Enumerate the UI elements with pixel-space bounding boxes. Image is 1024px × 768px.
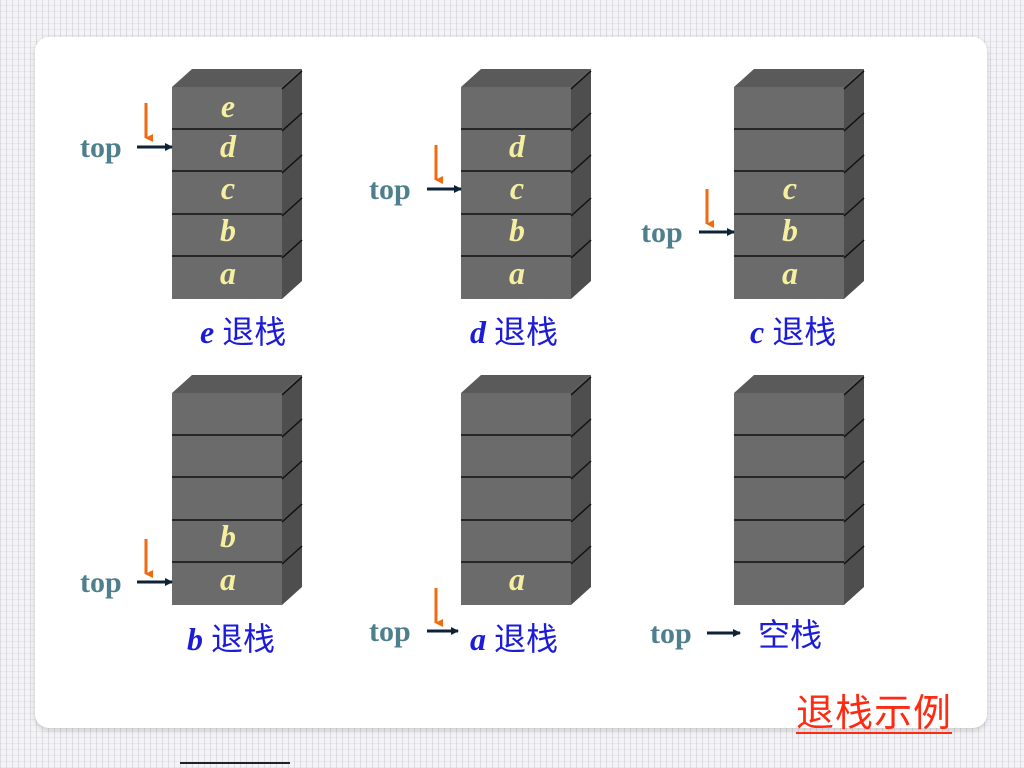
stack-item-a: a bbox=[220, 255, 236, 291]
cell-divider-side bbox=[570, 70, 592, 90]
stack-item-b: b bbox=[220, 518, 236, 554]
cell-divider-side bbox=[570, 503, 592, 523]
top-pointer-label: top bbox=[80, 131, 122, 164]
stack-side-face bbox=[282, 69, 302, 299]
stack-item-a: a bbox=[782, 255, 798, 291]
top-pointer-label: top bbox=[650, 617, 692, 650]
caption-text: 退栈 bbox=[211, 620, 275, 658]
caption-letter: c bbox=[750, 314, 764, 350]
caption-letter: e bbox=[200, 314, 214, 350]
top-pointer-label: top bbox=[369, 615, 411, 648]
stack-front-face bbox=[734, 87, 844, 299]
stack-front-face bbox=[461, 393, 571, 605]
stack-side-face bbox=[844, 375, 864, 605]
stack-front-face bbox=[734, 393, 844, 605]
stack-item-d: d bbox=[220, 128, 237, 164]
top-pointer-label: top bbox=[641, 216, 683, 249]
cell-divider-side bbox=[281, 376, 303, 396]
stack-item-b: b bbox=[220, 212, 236, 248]
cell-divider-side bbox=[843, 376, 865, 396]
cell-divider-side bbox=[281, 239, 303, 259]
cell-divider-side bbox=[570, 239, 592, 259]
cell-divider-side bbox=[843, 503, 865, 523]
cell-divider-side bbox=[570, 197, 592, 217]
stack-front-face bbox=[461, 87, 571, 299]
stack-top-face bbox=[734, 69, 864, 87]
stack-item-d: d bbox=[509, 128, 526, 164]
stack-item-c: c bbox=[221, 170, 235, 206]
cell-divider-side bbox=[843, 418, 865, 438]
footer-rule bbox=[180, 762, 290, 764]
caption-text: 退栈 bbox=[494, 620, 558, 658]
cell-divider-side bbox=[281, 197, 303, 217]
stack-top-face bbox=[172, 375, 302, 393]
stack-item-a: a bbox=[509, 255, 525, 291]
stack-side-face bbox=[571, 375, 591, 605]
top-pointer-label: top bbox=[80, 566, 122, 599]
caption-text: 退栈 bbox=[494, 313, 558, 351]
cell-divider-side bbox=[843, 460, 865, 480]
stack-item-a: a bbox=[509, 561, 525, 597]
stack-top-face bbox=[461, 375, 591, 393]
stack-front-face bbox=[172, 87, 282, 299]
cell-divider-side bbox=[570, 112, 592, 132]
slide-title: 退栈示例 bbox=[796, 691, 953, 735]
stack-item-c: c bbox=[510, 170, 524, 206]
cell-divider-side bbox=[570, 154, 592, 174]
cell-divider-side bbox=[843, 545, 865, 565]
stack-item-a: a bbox=[220, 561, 236, 597]
stack-top-face bbox=[734, 375, 864, 393]
cell-divider-side bbox=[570, 545, 592, 565]
stack-top-face bbox=[461, 69, 591, 87]
cell-divider-side bbox=[281, 460, 303, 480]
top-pointer-label: top bbox=[369, 173, 411, 206]
caption-letter: b bbox=[187, 621, 203, 657]
cell-divider-side bbox=[843, 112, 865, 132]
cell-divider-side bbox=[281, 418, 303, 438]
panel-caption: 空栈 bbox=[758, 616, 822, 654]
caption-text: 空栈 bbox=[758, 616, 822, 654]
cell-divider-side bbox=[281, 70, 303, 90]
caption-text: 退栈 bbox=[772, 313, 836, 351]
cell-divider-side bbox=[843, 239, 865, 259]
stack-top-face bbox=[172, 69, 302, 87]
caption-letter: a bbox=[470, 621, 486, 657]
caption-text: 退栈 bbox=[222, 313, 286, 351]
cell-divider-side bbox=[843, 154, 865, 174]
stack-item-b: b bbox=[509, 212, 525, 248]
stack-item-e: e bbox=[221, 88, 235, 124]
cell-divider-side bbox=[570, 376, 592, 396]
stack-side-face bbox=[571, 69, 591, 299]
cell-divider-side bbox=[843, 70, 865, 90]
cell-divider-side bbox=[281, 545, 303, 565]
cell-divider-side bbox=[281, 112, 303, 132]
stack-panel-6: top 空栈 bbox=[650, 375, 865, 654]
cell-divider-side bbox=[281, 503, 303, 523]
cell-divider-side bbox=[570, 418, 592, 438]
cell-divider-side bbox=[843, 197, 865, 217]
cell-divider-side bbox=[570, 460, 592, 480]
stack-side-face bbox=[282, 375, 302, 605]
stack-item-c: c bbox=[783, 170, 797, 206]
caption-letter: d bbox=[470, 314, 487, 350]
stack-side-face bbox=[844, 69, 864, 299]
stack-item-b: b bbox=[782, 212, 798, 248]
stack-front-face bbox=[172, 393, 282, 605]
cell-divider-side bbox=[281, 154, 303, 174]
